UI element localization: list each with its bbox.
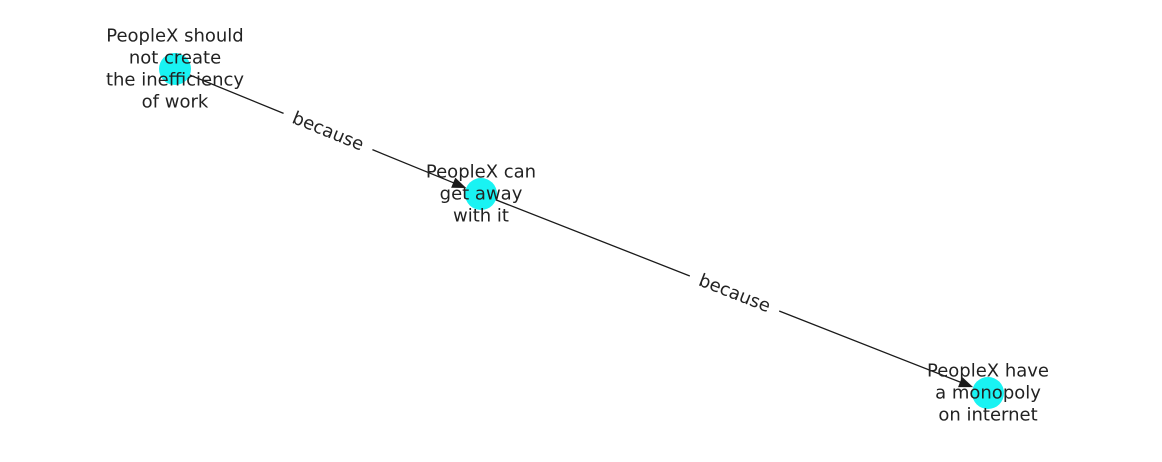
node-label-line: PeopleX should [106,26,244,47]
node-circle [159,53,191,85]
node-label-line: get away [440,184,523,205]
node-label-line: a monopoly [935,383,1041,404]
node-circle [972,377,1004,409]
node-label-line: on internet [938,405,1037,426]
edge-label: because [696,270,774,317]
node-label-line: PeopleX have [927,361,1049,382]
node-label-line: of work [142,92,209,113]
node-circle [465,178,497,210]
node-label-line: with it [453,206,509,227]
edge-label: because [289,108,367,156]
node-label-line: not create [129,48,221,69]
edge-line [480,193,691,277]
node-label-line: PeopleX can [426,162,536,183]
nodes-layer [159,53,1004,409]
node-label-line: the inefficiency [106,70,244,91]
edge-arrowhead [451,177,467,188]
edge-line [778,310,965,385]
edges-layer [174,68,974,388]
edge-line [174,68,284,114]
edge-arrowhead [958,376,974,388]
edge-line [372,149,458,185]
